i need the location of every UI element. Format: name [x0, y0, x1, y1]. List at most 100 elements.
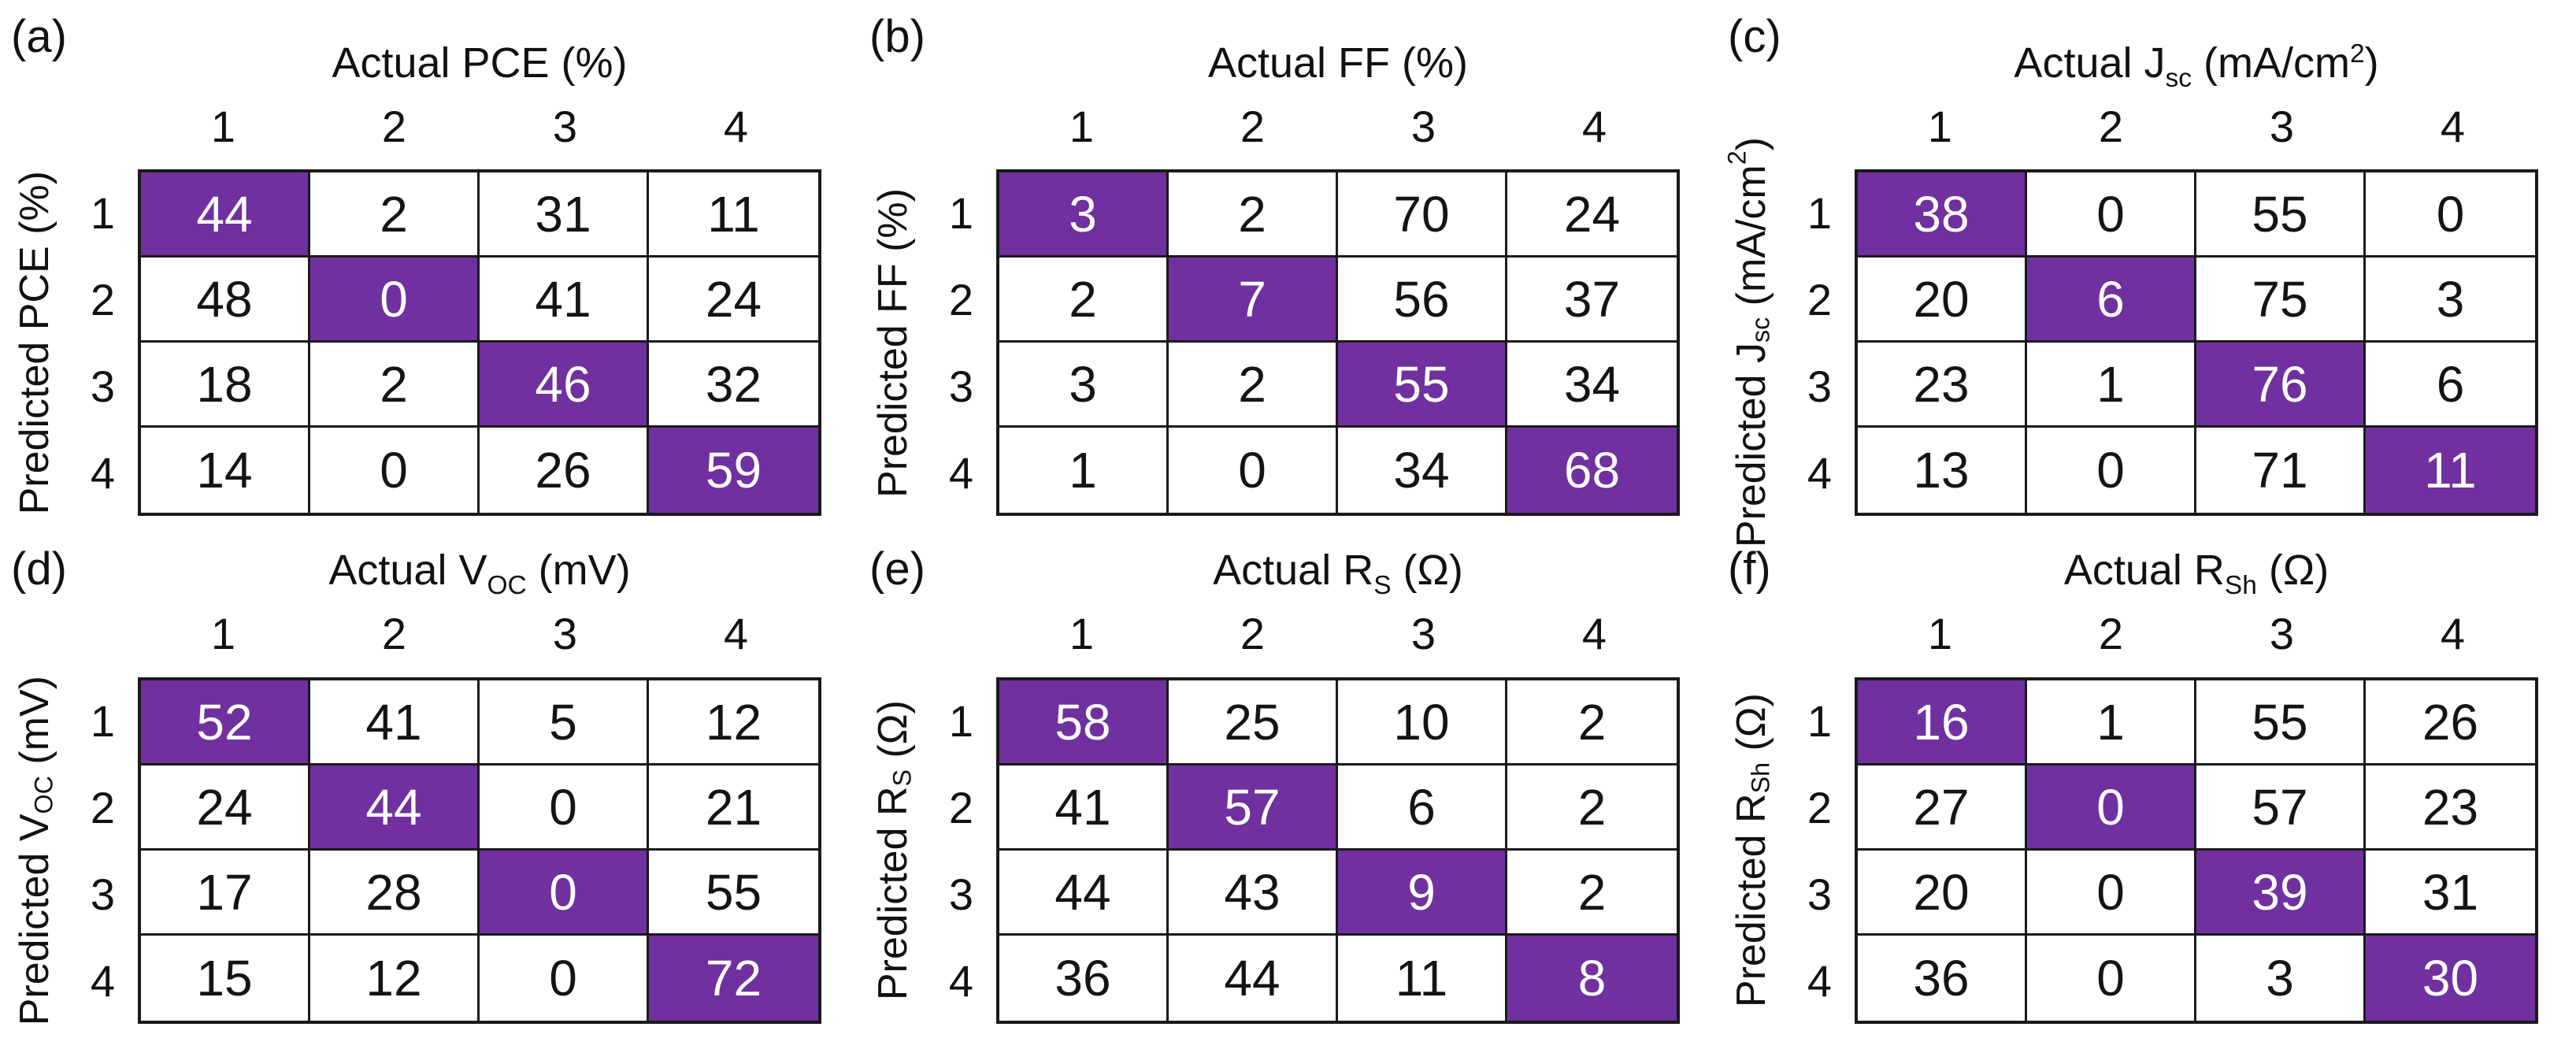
matrix-cell: 30	[2366, 936, 2535, 1021]
matrix-cell: 71	[2196, 428, 2366, 513]
row-header: 1	[948, 187, 973, 238]
matrix-cell: 0	[2366, 172, 2535, 258]
matrix-cell: 11	[2366, 428, 2535, 513]
matrix-cell: 23	[1858, 343, 2027, 428]
matrix-cell: 44	[141, 172, 310, 258]
col-headers: 1 2 3 4	[138, 102, 821, 151]
matrix-cell: 2	[1507, 680, 1677, 766]
col-header: 3	[552, 102, 578, 151]
matrix-cell: 20	[1858, 851, 2027, 936]
col-header: 2	[2098, 102, 2124, 151]
col-header: 4	[2440, 609, 2466, 658]
matrix-cell: 41	[480, 258, 649, 343]
row-header: 2	[1807, 782, 1832, 832]
col-header: 3	[2269, 609, 2295, 658]
matrix-cell: 55	[2196, 172, 2366, 258]
panel-label: (d)	[11, 543, 67, 595]
matrix-cell: 23	[2366, 766, 2535, 851]
matrix-cell: 76	[2196, 343, 2366, 428]
x-axis-title: Actual Jsc (mA/cm2)	[2014, 39, 2379, 93]
matrix-cell: 39	[2196, 851, 2366, 936]
matrix-cell: 2	[310, 343, 480, 428]
matrix-cell: 25	[1169, 680, 1338, 766]
x-axis-title: Actual FF (%)	[1207, 39, 1469, 87]
matrix-cell: 0	[480, 936, 649, 1021]
matrix-cell: 12	[310, 936, 480, 1021]
panel-label: (c)	[1728, 11, 1781, 62]
matrix-cell: 20	[1858, 258, 2027, 343]
col-header: 3	[1410, 102, 1436, 151]
col-header: 4	[723, 609, 749, 658]
col-header: 2	[381, 102, 407, 151]
matrix-cell: 11	[649, 172, 818, 258]
matrix-cell: 1	[999, 428, 1169, 513]
col-header: 1	[1927, 609, 1953, 658]
matrix-cell: 31	[480, 172, 649, 258]
matrix-cell: 6	[2027, 258, 2196, 343]
matrix-cell: 2	[310, 172, 480, 258]
row-header: 4	[948, 447, 973, 498]
col-header: 2	[381, 609, 407, 658]
y-axis-label: Predicted Jsc (mA/cm2)	[1722, 137, 1775, 548]
matrix-cell: 58	[999, 680, 1169, 766]
matrix-cell: 0	[2027, 766, 2196, 851]
col-header: 4	[723, 102, 749, 151]
matrix-cell: 0	[2027, 936, 2196, 1021]
matrix-cell: 28	[310, 851, 480, 936]
col-header: 4	[1581, 609, 1607, 658]
matrix-cell: 72	[649, 936, 818, 1021]
matrix-cell: 0	[310, 428, 480, 513]
col-header: 1	[1927, 102, 1953, 151]
matrix-cell: 3	[999, 343, 1169, 428]
matrix-cell: 26	[480, 428, 649, 513]
col-header: 1	[1069, 102, 1095, 151]
matrix-cell: 59	[649, 428, 818, 513]
row-header: 3	[90, 869, 115, 919]
row-header: 1	[1807, 187, 1832, 238]
matrix-cell: 3	[2366, 258, 2535, 343]
matrix-cell: 38	[1858, 172, 2027, 258]
matrix-cell: 48	[141, 258, 310, 343]
row-header: 2	[948, 274, 973, 324]
row-header: 3	[948, 869, 973, 919]
matrix-cell: 2	[999, 258, 1169, 343]
matrix-cell: 56	[1338, 258, 1507, 343]
col-header: 1	[210, 609, 236, 658]
x-axis-title: Actual PCE (%)	[332, 39, 628, 87]
matrix-cell: 13	[1858, 428, 2027, 513]
matrix-cell: 57	[2196, 766, 2366, 851]
matrix-cell: 55	[1338, 343, 1507, 428]
matrix-cell: 2	[1169, 343, 1338, 428]
matrix-cell: 68	[1507, 428, 1677, 513]
matrix-cell: 34	[1338, 428, 1507, 513]
row-header: 3	[90, 361, 115, 411]
row-header: 4	[90, 447, 115, 498]
matrix-cell: 9	[1338, 851, 1507, 936]
matrix-cell: 2	[1169, 172, 1338, 258]
y-axis-label-box: Predicted FF (%)	[860, 169, 926, 516]
row-header: 2	[90, 782, 115, 832]
col-header: 1	[210, 102, 236, 151]
matrix-cell: 8	[1507, 936, 1677, 1021]
row-header: 4	[1807, 955, 1832, 1006]
col-header: 3	[2269, 102, 2295, 151]
row-header: 3	[1807, 361, 1832, 411]
matrix-cell: 31	[2366, 851, 2535, 936]
matrix-cell: 3	[2196, 936, 2366, 1021]
x-axis-title: Actual RS (Ω)	[1213, 547, 1463, 600]
panel-label: (a)	[11, 11, 67, 62]
matrix-cell: 2	[1507, 766, 1677, 851]
matrix-cell: 24	[141, 766, 310, 851]
y-axis-label-box: Predicted Jsc (mA/cm2)	[1718, 137, 1785, 547]
